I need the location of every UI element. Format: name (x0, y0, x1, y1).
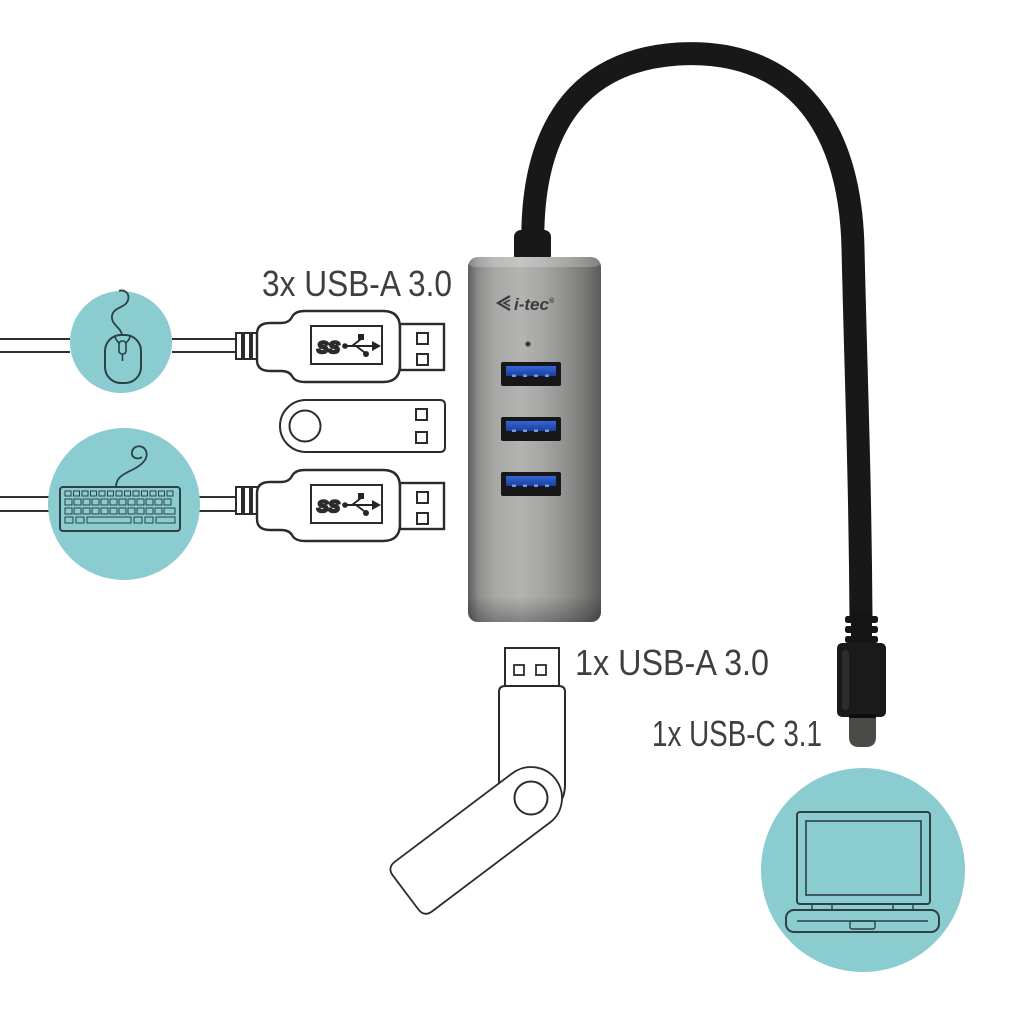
hub-brand-logo: i-tec® (495, 295, 555, 314)
plug-metal-shield (398, 322, 446, 372)
usb-port-2 (501, 417, 561, 441)
usb-c-body (837, 643, 886, 717)
plug-rib-stack (235, 332, 259, 360)
brand-text: i-tec (514, 295, 550, 314)
drive-usb-connector (504, 647, 560, 687)
brand-registered-mark: ® (549, 297, 555, 305)
flash-drive-horizontal (279, 399, 446, 453)
keyboard-cable (0, 496, 236, 512)
superspeed-usb-icon: SS (316, 334, 381, 358)
svg-text:i-tec®: i-tec® (514, 295, 555, 314)
laptop-icon (785, 811, 940, 933)
usb-port-1 (501, 362, 561, 386)
mouse-circle-badge (70, 289, 172, 393)
laptop-badge-circle (761, 768, 965, 972)
mouse-icon (104, 289, 142, 384)
usb-a-plug-mouse: SS (235, 309, 446, 384)
usb-hub: i-tec® (468, 257, 601, 622)
usb-a-plug-keyboard: SS (235, 468, 446, 543)
host-cable (521, 42, 873, 630)
ss-label: SS (317, 497, 340, 516)
label-host-port: 1x USB-C 3.1 (652, 713, 822, 754)
drive-pivot-hole (513, 780, 549, 816)
laptop-circle-badge (761, 768, 965, 972)
keyboard-badge-circle (48, 428, 200, 580)
mouse-badge-circle (70, 291, 172, 393)
usb-c-tip (849, 718, 876, 747)
keyboard-circle-badge (48, 428, 200, 580)
usb-port-3 (501, 472, 561, 496)
label-drive-port: 1x USB-A 3.0 (575, 642, 769, 683)
superspeed-usb-icon: SS (316, 493, 381, 517)
ss-label: SS (317, 338, 340, 357)
plug-rib-stack (235, 486, 259, 515)
mouse-cable (0, 338, 236, 353)
usb-c-connector (837, 610, 886, 747)
flash-drive-swivel (389, 647, 566, 915)
label-hub-ports: 3x USB-A 3.0 (262, 263, 452, 304)
keyboard-icon (59, 445, 181, 532)
status-led (525, 341, 531, 347)
drive-swivel-cover (389, 766, 563, 915)
